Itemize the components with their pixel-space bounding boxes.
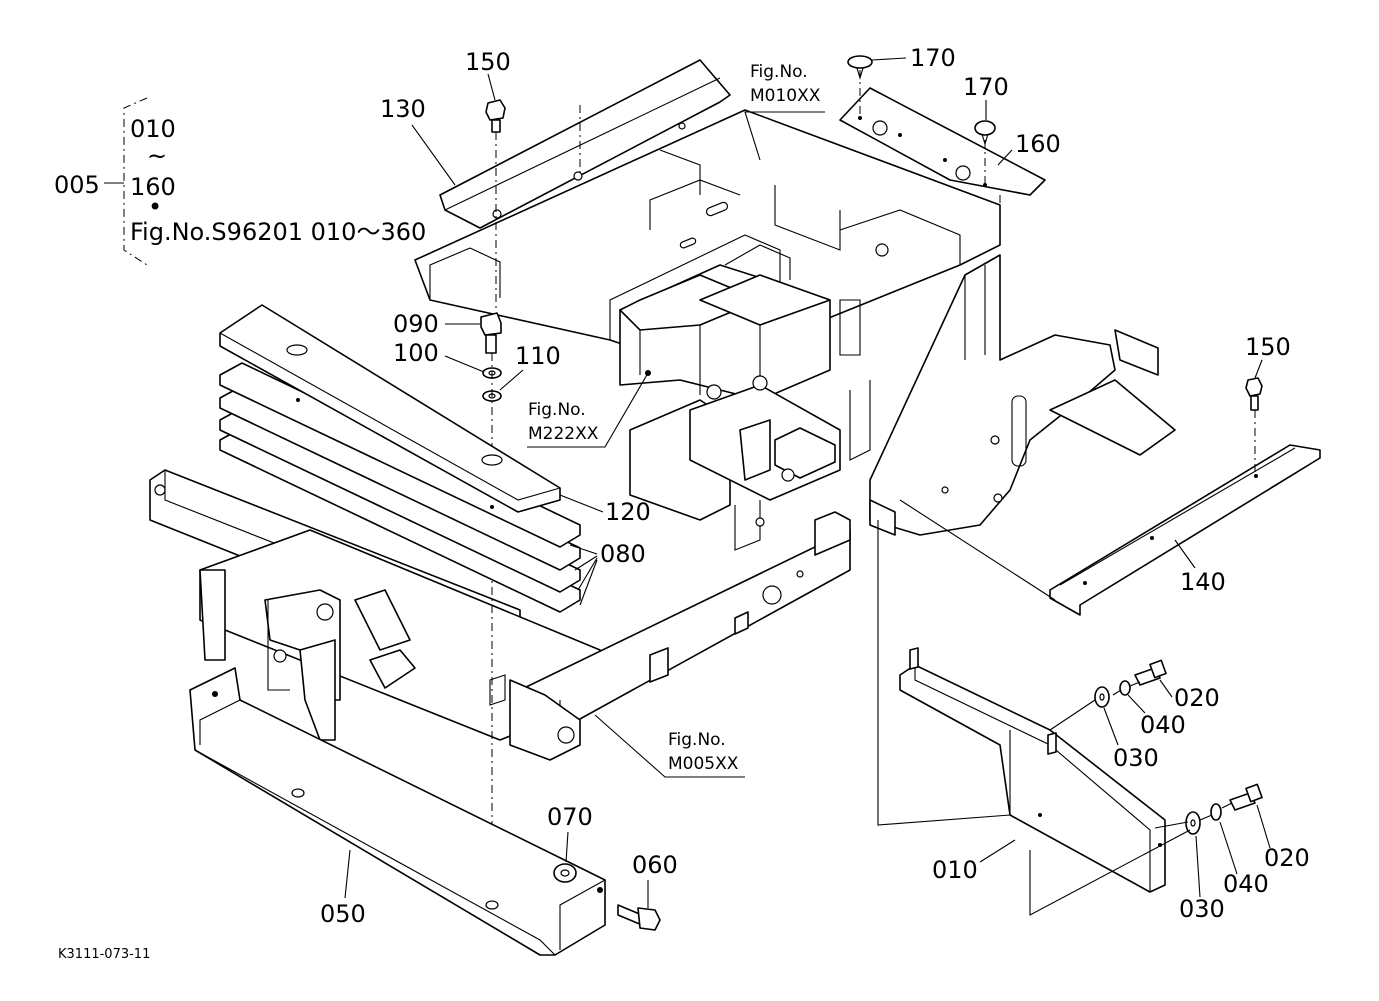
callout-label: 030	[1113, 744, 1159, 772]
callout-label: 040	[1223, 870, 1269, 898]
callout-150-top: 150	[465, 48, 511, 101]
part-030-washer-b	[1185, 811, 1201, 835]
group-range-end: 160	[130, 173, 176, 201]
callout-label: 170	[963, 73, 1009, 101]
part-040-lockwasher-a	[1119, 680, 1131, 696]
part-160-cover-plate	[839, 70, 1046, 230]
callout-label: 090	[393, 310, 439, 338]
callout-040-a: 040	[1127, 694, 1186, 739]
group-number: 005	[54, 171, 100, 199]
callout-060: 060	[632, 851, 678, 908]
fig-ref-line1: Fig.No.	[750, 62, 808, 82]
callout-100: 100	[393, 339, 485, 373]
fig-ref-m005xx: Fig.No. M005XX	[594, 714, 745, 778]
fig-ref-line2: M222XX	[528, 424, 599, 444]
callout-050: 050	[320, 849, 366, 928]
callout-080: 080	[569, 540, 646, 606]
fig-ref-line1: Fig.No.	[528, 400, 586, 420]
part-040-lockwasher-b	[1210, 803, 1222, 821]
group-bullet: •	[148, 193, 162, 221]
callout-label: 020	[1264, 844, 1310, 872]
part-050-lower-guard	[189, 667, 606, 956]
fig-ref-m222xx: Fig.No. M222XX	[527, 372, 649, 448]
callout-170-b: 170	[963, 73, 1009, 120]
callout-170-a: 170	[871, 44, 956, 72]
part-070-spacer	[553, 863, 577, 883]
part-020-bolt-a	[1134, 659, 1167, 686]
callout-040-b: 040	[1219, 821, 1269, 898]
part-150-bolt-top	[485, 99, 506, 310]
callout-130: 130	[380, 95, 456, 186]
fig-ref-m010xx: Fig.No. M010XX	[744, 62, 825, 161]
part-170-plug-b	[974, 120, 996, 146]
part-150-bolt-right	[1245, 377, 1263, 476]
fig-ref-line2: M005XX	[668, 754, 739, 774]
part-080-weight-plates	[219, 362, 581, 613]
callout-label: 020	[1174, 684, 1220, 712]
callout-label: 150	[1245, 333, 1291, 361]
callout-020-b: 020	[1256, 804, 1310, 872]
fig-ref-line2: M010XX	[750, 86, 821, 106]
fig-ref-line1: Fig.No.	[668, 730, 726, 750]
front-lower-frame	[149, 469, 896, 761]
callout-label: 050	[320, 900, 366, 928]
callout-label: 150	[465, 48, 511, 76]
part-060-bolt	[617, 904, 661, 931]
callout-label: 100	[393, 339, 439, 367]
part-090-bolt	[480, 312, 502, 354]
group-range-start: 010	[130, 115, 176, 143]
callout-label: 130	[380, 95, 426, 123]
callout-120: 120	[559, 494, 651, 526]
callout-010: 010	[932, 839, 1016, 884]
assembly-connection-lines	[877, 499, 1191, 916]
callout-020-a: 020	[1159, 679, 1220, 712]
group-figure-ref: Fig.No.S96201 010～360	[130, 218, 426, 246]
callout-label: 080	[600, 540, 646, 568]
callout-label: 060	[632, 851, 678, 879]
callout-140: 140	[1174, 539, 1226, 596]
part-020-bolt-b	[1229, 783, 1263, 811]
diagram-code: K3111-073-11	[58, 947, 150, 962]
callout-030-a: 030	[1103, 707, 1159, 772]
part-170-plug-a	[847, 55, 873, 80]
callout-110: 110	[499, 342, 561, 391]
main-frame-structure	[414, 109, 1176, 551]
callout-label: 070	[547, 803, 593, 831]
callout-090: 090	[393, 310, 480, 338]
part-030-washer-a	[1094, 686, 1110, 708]
assembly-group-bracket: 005 010 ~ 160 • Fig.No.S96201 010～360	[54, 97, 426, 266]
callout-label: 030	[1179, 895, 1225, 923]
callout-label: 170	[910, 44, 956, 72]
callout-160: 160	[997, 130, 1061, 166]
group-range-tilde: ~	[147, 142, 167, 170]
callout-label: 010	[932, 856, 978, 884]
callout-070: 070	[547, 803, 593, 863]
part-140-side-rail	[1049, 444, 1321, 616]
part-130-upper-rail	[439, 59, 731, 229]
callout-150-right: 150	[1245, 333, 1291, 379]
callout-label: 040	[1140, 711, 1186, 739]
part-120-top-weight	[219, 304, 561, 513]
callout-label: 160	[1015, 130, 1061, 158]
callout-label: 120	[605, 498, 651, 526]
callout-label: 140	[1180, 568, 1226, 596]
part-010-bracket	[899, 647, 1166, 893]
callout-030-b: 030	[1179, 835, 1225, 923]
callout-label: 110	[515, 342, 561, 370]
